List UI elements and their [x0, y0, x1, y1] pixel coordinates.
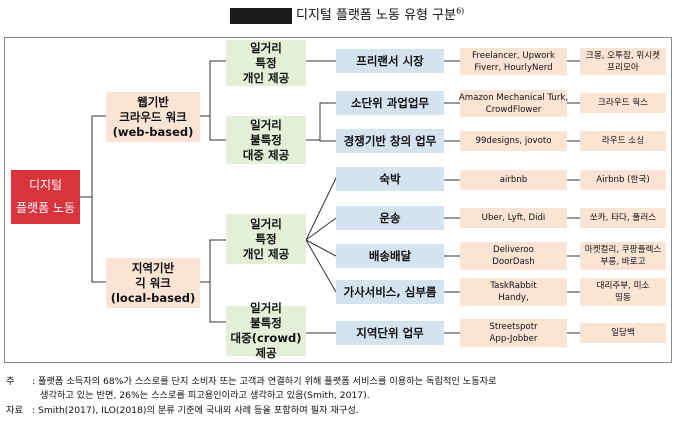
- type-delivery: 배송배달: [336, 244, 444, 268]
- subcategory-line: 개인 제공: [242, 70, 290, 85]
- subcategory-line: 특정: [255, 55, 277, 70]
- korea-examples: 일당백: [580, 323, 666, 343]
- note-line: : 플랫폼 소득자의 68%가 스스로를 단지 소비자 또는 고객과 연결하기 …: [32, 376, 497, 387]
- korea-examples: Airbnb (한국): [580, 170, 666, 190]
- category-line: (local-based): [110, 290, 196, 305]
- subcategory-line: 개인 제공: [242, 246, 290, 261]
- global-examples: Streetspotr App-Jobber: [460, 319, 567, 347]
- type-transport: 운송: [336, 206, 444, 230]
- category-web-based: 웹기반 크라우드 워크 (web-based): [106, 92, 200, 142]
- note-label: 주: [6, 376, 15, 387]
- category-local-based: 지역기반 긱 워크 (local-based): [106, 258, 200, 308]
- type-label: 프리랜서 시장: [356, 54, 424, 68]
- type-local-tasks: 지역단위 업무: [336, 321, 444, 345]
- type-household-errands: 가사서비스, 심부름: [336, 280, 444, 304]
- category-line: 웹기반: [137, 94, 169, 109]
- subcategory-line: 특정: [255, 231, 277, 246]
- example-line: Deliveroo: [493, 245, 534, 255]
- example-line: Fiverr, HourlyNerd: [474, 62, 553, 73]
- example-line: 99designs, jovoto: [475, 136, 552, 146]
- global-examples: Amazon Mechanical Turk, CrowdFlower: [458, 90, 569, 117]
- type-label: 소단위 과업업무: [350, 96, 430, 110]
- title-text: 디지털 플랫폼 노동 유형 구분: [296, 8, 457, 23]
- redacted-block: [230, 8, 292, 24]
- global-examples: 99designs, jovoto: [460, 131, 567, 151]
- subcategory-line: 일거리: [250, 301, 282, 315]
- example-line: 크라우드 웍스: [597, 98, 649, 108]
- example-line: Streetspotr: [489, 322, 538, 332]
- global-examples: airbnb: [460, 170, 567, 190]
- root-line: 디지털: [28, 178, 63, 192]
- example-line: 일당백: [611, 328, 635, 338]
- source-text: : Smith(2017), ILO(2018)의 분류 기준에 국내외 사례 …: [32, 405, 359, 416]
- subcategory-local-specific: 일거리 특정 개인 제공: [226, 214, 306, 264]
- type-accommodation: 숙박: [336, 167, 444, 191]
- example-line: CrowdFlower: [485, 104, 542, 115]
- type-label: 숙박: [379, 172, 401, 186]
- example-line: 마켓컬리, 쿠팡플렉스: [584, 245, 662, 255]
- example-line: 라우드 소싱: [601, 136, 645, 146]
- root-node: 디지털 플랫폼 노동: [11, 170, 80, 224]
- subcategory-line: 불특정: [250, 132, 282, 147]
- example-line: TaskRabbit: [490, 281, 537, 291]
- subcategory-line: 일거리: [250, 216, 282, 231]
- type-freelance-market: 프리랜서 시장: [336, 49, 444, 73]
- type-label: 운송: [379, 211, 401, 225]
- type-label: 지역단위 업무: [356, 326, 424, 340]
- example-line: Uber, Lyft, Didi: [481, 213, 546, 223]
- example-line: airbnb: [499, 175, 528, 185]
- example-line: 크몽, 오투잡, 위시켓: [585, 50, 661, 61]
- subcategory-local-crowd: 일거리 불특정 대중(crowd) 제공: [226, 301, 306, 360]
- korea-examples: 대리주부, 미소 띵동: [580, 278, 666, 306]
- global-examples: TaskRabbit Handy,: [460, 278, 567, 306]
- diagram-title: 디지털 플랫폼 노동 유형 구분6): [0, 6, 680, 26]
- type-contest-creative: 경쟁기반 창의 업무: [336, 129, 444, 153]
- korea-examples: 마켓컬리, 쿠팡플렉스 부릉, 바로고: [580, 242, 666, 270]
- example-line: 띵동: [615, 293, 631, 303]
- root-line: 플랫폼 노동: [15, 201, 75, 215]
- korea-examples: 라우드 소싱: [580, 131, 666, 151]
- global-examples: Freelancer, Upwork Fiverr, HourlyNerd: [460, 48, 567, 75]
- subcategory-line: 불특정: [250, 316, 282, 330]
- global-examples: Deliveroo DoorDash: [460, 242, 567, 270]
- type-label: 경쟁기반 창의 업무: [343, 134, 437, 148]
- example-line: Airbnb (한국): [596, 175, 650, 185]
- example-line: Amazon Mechanical Turk,: [458, 92, 569, 103]
- example-line: 프리모아: [607, 62, 639, 73]
- korea-examples: 크라우드 웍스: [580, 93, 666, 113]
- example-line: 대리주부, 미소: [596, 281, 650, 291]
- type-label: 배송배달: [368, 249, 412, 263]
- example-line: Handy,: [498, 293, 529, 303]
- category-line: 지역기반: [131, 260, 175, 275]
- category-line: 크라우드 워크: [119, 109, 187, 124]
- note-line: 생각하고 있는 반면, 26%는 스스로를 피고용인이라고 생각하고 있음(Sm…: [40, 390, 370, 401]
- category-line: 긱 워크: [135, 275, 171, 290]
- type-microtask: 소단위 과업업무: [336, 91, 444, 115]
- subcategory-web-specific: 일거리 특정 개인 제공: [226, 40, 306, 86]
- type-label: 가사서비스, 심부름: [343, 285, 437, 299]
- example-line: Freelancer, Upwork: [472, 50, 555, 61]
- example-line: 부릉, 바로고: [600, 257, 646, 267]
- diagram-frame: [4, 37, 672, 363]
- example-line: DoorDash: [492, 257, 535, 267]
- example-line: App-Jobber: [489, 334, 538, 344]
- title-footnote-mark: 6): [456, 6, 465, 16]
- subcategory-line: 일거리: [250, 40, 282, 55]
- subcategory-line: 대중 제공: [242, 147, 290, 162]
- subcategory-line: 일거리: [250, 117, 282, 132]
- subcategory-web-crowd: 일거리 불특정 대중 제공: [226, 116, 306, 164]
- korea-examples: 크몽, 오투잡, 위시켓 프리모아: [580, 48, 666, 75]
- source-label: 자료: [6, 405, 23, 416]
- category-line: (web-based): [112, 124, 194, 139]
- subcategory-line: 대중(crowd) 제공: [230, 331, 302, 360]
- example-line: 쏘카, 타다, 풀러스: [589, 213, 657, 223]
- global-examples: Uber, Lyft, Didi: [460, 208, 567, 228]
- korea-examples: 쏘카, 타다, 풀러스: [580, 208, 666, 228]
